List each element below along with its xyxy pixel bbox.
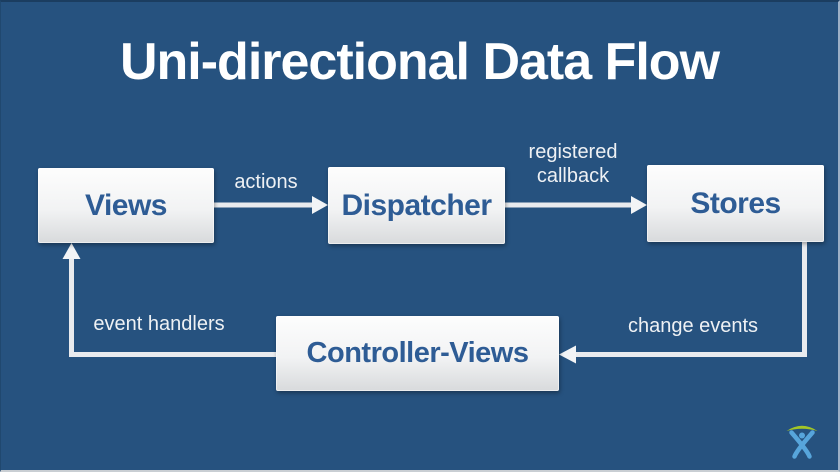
edge-label-event-handlers: event handlers [93, 313, 225, 335]
arrow-views-to-dispatcher [214, 196, 328, 214]
node-controller-views-label: Controller-Views [306, 337, 529, 369]
node-stores: Stores [647, 165, 824, 242]
logo-figure-body [789, 430, 815, 459]
slide-title: Uni-directional Data Flow [119, 33, 720, 91]
edge-label-change-events: change events [627, 315, 759, 337]
arrow-dispatcher-to-stores [505, 196, 647, 214]
node-dispatcher-label: Dispatcher [341, 188, 492, 222]
node-views-label: Views [84, 188, 168, 222]
node-controller-views: Controller-Views [276, 316, 559, 391]
logo-arc [786, 425, 818, 431]
node-views: Views [38, 168, 214, 243]
edge-label-actions: actions [234, 171, 298, 193]
arrow-stores-to-controller-views [559, 242, 807, 364]
atlassian-logo [786, 425, 818, 459]
arrow-controller-views-to-views [62, 243, 276, 357]
node-dispatcher: Dispatcher [328, 167, 505, 244]
logo-figure-head [799, 432, 805, 439]
node-stores-label: Stores [690, 186, 781, 220]
edge-label-registered-callback: registered callback [528, 141, 618, 187]
